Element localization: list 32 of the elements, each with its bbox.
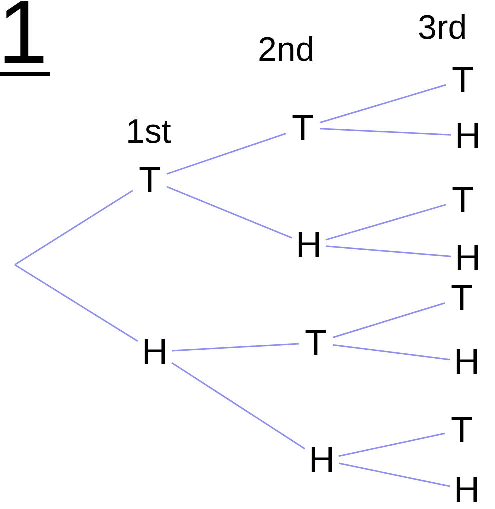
branch-line [320, 128, 452, 136]
outcome-label: H [452, 344, 482, 380]
branch-line [338, 432, 446, 458]
heading-number: 1 [0, 0, 50, 76]
branch-line [332, 344, 450, 361]
outcome-label: T [447, 412, 477, 448]
outcome-label: T [301, 325, 331, 361]
outcome-label: H [307, 442, 337, 478]
column-heading: 1st [126, 114, 172, 150]
branch-line [166, 133, 286, 175]
branch-line [338, 462, 450, 488]
outcome-label: T [448, 182, 478, 218]
outcome-label: H [140, 334, 170, 370]
branch-line [332, 302, 446, 338]
column-heading: 3rd [418, 10, 468, 46]
branch-line [14, 264, 138, 342]
branch-line [326, 204, 446, 241]
outcome-label: T [448, 62, 478, 98]
branch-line [320, 84, 446, 124]
outcome-label: H [453, 118, 483, 154]
branch-line [326, 246, 452, 258]
outcome-label: H [452, 472, 482, 508]
branch-line [166, 186, 292, 239]
branch-line [14, 190, 134, 266]
outcome-label: H [453, 240, 483, 276]
branch-line [172, 362, 306, 450]
outcome-label: T [288, 110, 318, 146]
branch-line [172, 343, 300, 352]
outcome-label: T [447, 280, 477, 316]
outcome-label: T [135, 162, 165, 198]
outcome-label: H [294, 227, 324, 263]
column-heading: 2nd [258, 32, 315, 68]
